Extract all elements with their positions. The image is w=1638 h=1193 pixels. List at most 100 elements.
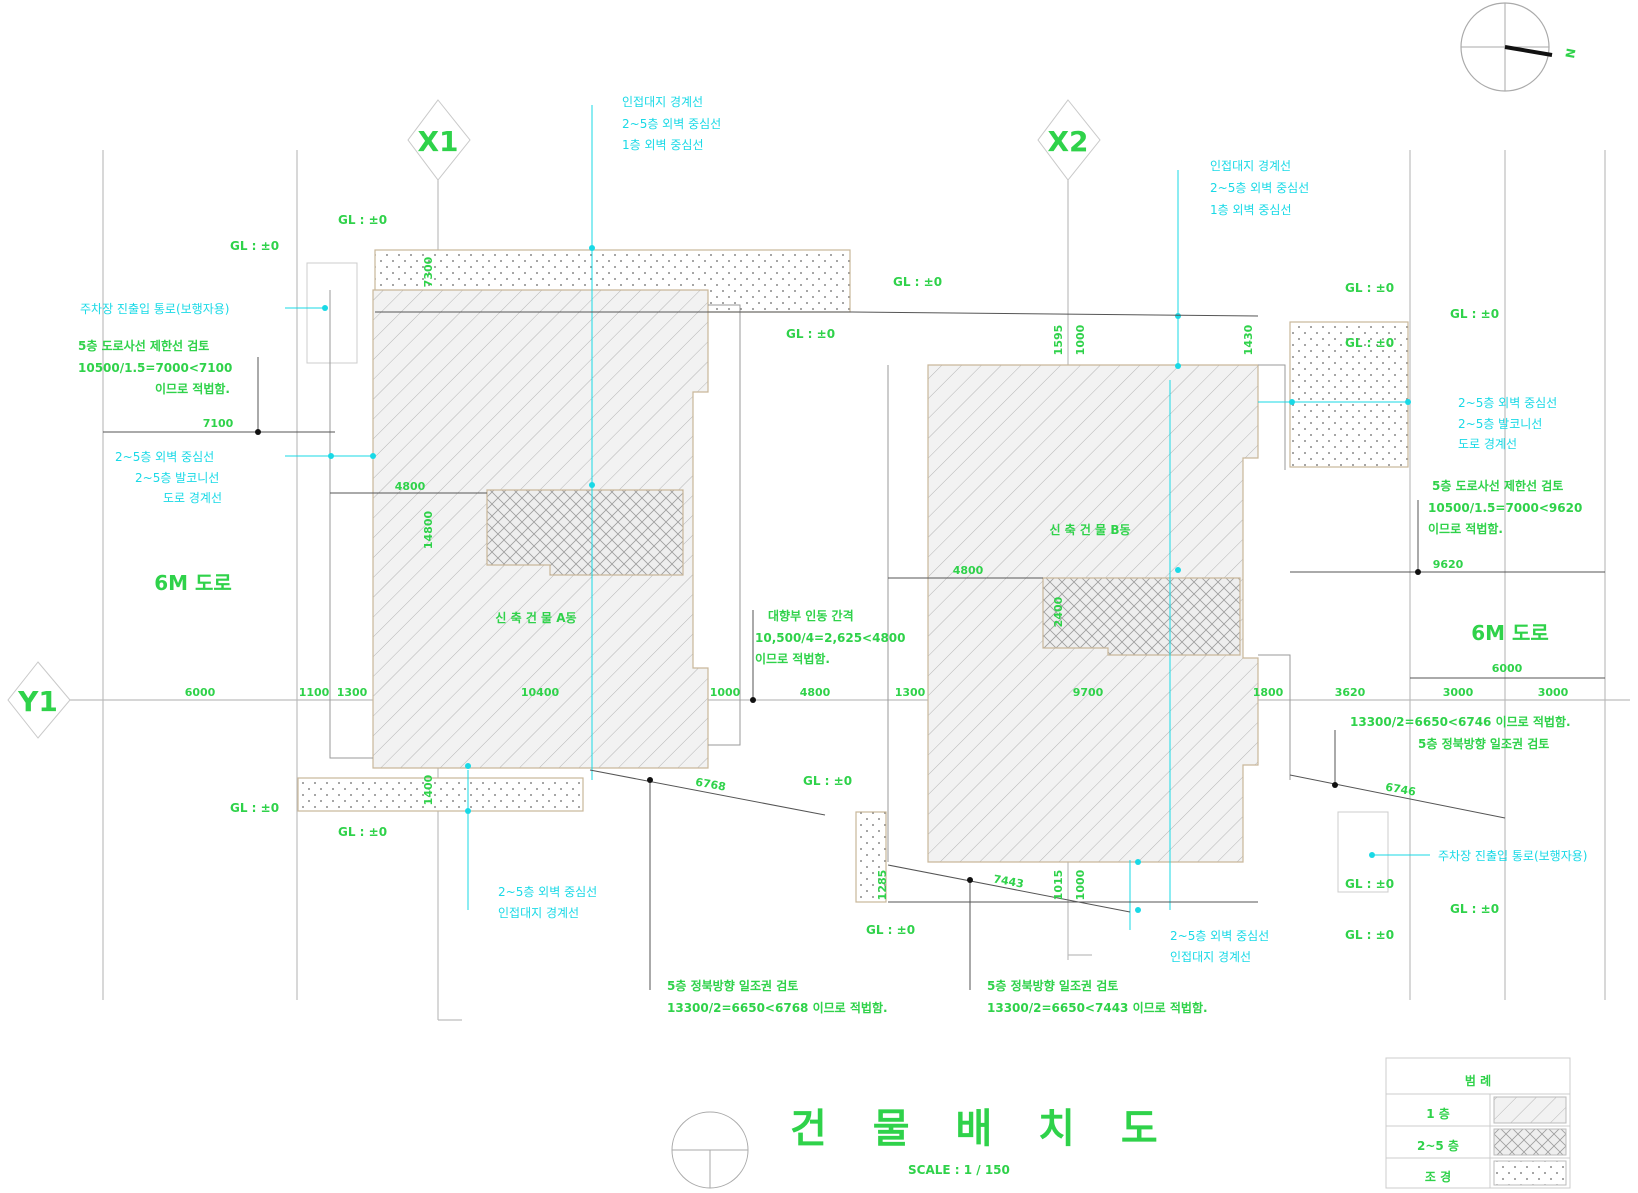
- note-b-top-2: 2~5층 외벽 중심선: [1210, 181, 1309, 195]
- note-road-slant-right-2: 10500/1.5=7000<9620: [1428, 501, 1582, 515]
- dim-text: 1800: [1253, 686, 1284, 699]
- gl-mark: GL : ±0: [893, 275, 942, 289]
- legend-swatch: [1493, 1160, 1567, 1186]
- note-a-top-3: 1층 외벽 중심선: [622, 138, 704, 152]
- note-sun-a-1: 5층 정북방향 일조권 검토: [667, 978, 798, 993]
- note-left-mid-2: 2~5층 발코니선: [135, 471, 219, 485]
- legend-swatch: [1493, 1096, 1567, 1124]
- note-parking-right: 주차장 진출입 통로(보행자용): [1438, 848, 1587, 863]
- title-block: 건 물 배 치 도 SCALE : 1 / 150: [671, 1106, 1174, 1189]
- note-right-mid-3: 도로 경계선: [1458, 437, 1517, 451]
- dim-text: 1000: [1074, 869, 1087, 900]
- outline-lines: [329, 290, 1291, 862]
- drawing-scale: SCALE : 1 / 150: [908, 1163, 1010, 1177]
- note-right-sun-2: 5층 정북방향 일조권 검토: [1418, 736, 1549, 751]
- landscape-areas: [297, 249, 1409, 903]
- dim-text: 9620: [1433, 558, 1464, 571]
- note-b-top-3: 1층 외벽 중심선: [1210, 203, 1292, 217]
- note-a-top-1: 인접대지 경계선: [622, 95, 703, 109]
- dim-text: 1000: [710, 686, 741, 699]
- gl-mark: GL : ±0: [230, 801, 279, 815]
- road-left-label: 6M 도로: [154, 571, 232, 595]
- dimension-texts: 6000 1100 1300 10400 1000 4800 1300 9700…: [185, 256, 1569, 900]
- dim-text: 6000: [185, 686, 216, 699]
- dim-text: 7300: [422, 256, 435, 287]
- dim-text: 7100: [203, 417, 234, 430]
- note-parking-left: 주차장 진출입 통로(보행자용): [80, 301, 229, 316]
- gl-mark: GL : ±0: [338, 213, 387, 227]
- north-label: N: [1563, 47, 1579, 59]
- legend-row-label: 2~5 층: [1417, 1138, 1459, 1153]
- dim-text: 1430: [1242, 324, 1255, 355]
- dim-text: 3000: [1443, 686, 1474, 699]
- dim-text: 7443: [992, 872, 1024, 890]
- note-right-mid-1: 2~5층 외벽 중심선: [1458, 396, 1557, 410]
- note-road-slant-right-3: 이므로 적법함.: [1428, 521, 1503, 536]
- gl-mark: GL : ±0: [1345, 928, 1394, 942]
- dim-text: 1300: [337, 686, 368, 699]
- note-left-mid-3: 도로 경계선: [163, 491, 222, 505]
- gl-mark: GL : ±0: [866, 923, 915, 937]
- dim-text: 1300: [895, 686, 926, 699]
- note-gap-2: 10,500/4=2,625<4800: [755, 631, 906, 645]
- dim-text: 3620: [1335, 686, 1366, 699]
- dim-text: 1595: [1052, 325, 1065, 356]
- axis-marker-x1: X1: [407, 99, 471, 181]
- axis-marker-x2: X2: [1037, 99, 1101, 181]
- dimension-lines: [103, 311, 1605, 990]
- legend: 범 례 1 층 2~5 층 조 경: [1385, 1057, 1571, 1189]
- building-b-label: 신 축 건 물 B동: [1049, 522, 1130, 537]
- drawing-title: 건 물 배 치 도: [790, 1106, 1174, 1152]
- dim-text: 14800: [422, 511, 435, 550]
- gl-mark: GL : ±0: [1345, 336, 1394, 350]
- note-road-slant-left-3: 이므로 적법함.: [155, 381, 230, 396]
- note-right-sun-1: 13300/2=6650<6746 이므로 적법함.: [1350, 714, 1571, 729]
- dim-text: 1100: [299, 686, 330, 699]
- dim-text: 6768: [694, 775, 726, 793]
- note-gap-1: 대향부 인동 간격: [768, 608, 854, 623]
- gl-mark: GL : ±0: [786, 327, 835, 341]
- legend-swatch: [1493, 1128, 1567, 1156]
- dim-text: 1015: [1052, 870, 1065, 901]
- dim-text: 4800: [800, 686, 831, 699]
- legend-row-label: 조 경: [1425, 1170, 1451, 1184]
- north-arrow-icon: N: [1460, 2, 1579, 92]
- note-b-bottom-2: 인접대지 경계선: [1170, 950, 1251, 964]
- dim-text: 10400: [521, 686, 560, 699]
- note-b-bottom-1: 2~5층 외벽 중심선: [1170, 929, 1269, 943]
- road-right-label: 6M 도로: [1471, 621, 1549, 645]
- gl-marks: GL : ±0 GL : ±0 GL : ±0 GL : ±0 GL : ±0 …: [230, 213, 1499, 942]
- annotation-notes: 인접대지 경계선 2~5층 외벽 중심선 1층 외벽 중심선 인접대지 경계선 …: [78, 95, 1587, 1015]
- gl-mark: GL : ±0: [1345, 877, 1394, 891]
- dim-text: 4800: [953, 564, 984, 577]
- dim-text: 4800: [395, 480, 426, 493]
- gl-mark: GL : ±0: [1450, 307, 1499, 321]
- note-sun-b-2: 13300/2=6650<7443 이므로 적법함.: [987, 1000, 1208, 1015]
- dim-text: 3000: [1538, 686, 1569, 699]
- note-right-mid-2: 2~5층 발코니선: [1458, 417, 1542, 431]
- area-labels: 6M 도로 6M 도로 신 축 건 물 A동 신 축 건 물 B동: [154, 522, 1549, 645]
- gl-mark: GL : ±0: [1450, 902, 1499, 916]
- leader-lines: [285, 105, 1430, 930]
- gl-mark: GL : ±0: [230, 239, 279, 253]
- note-road-slant-left-1: 5층 도로사선 제한선 검토: [78, 338, 209, 353]
- building-a: [372, 289, 709, 769]
- note-left-mid-1: 2~5층 외벽 중심선: [115, 450, 214, 464]
- dim-text: 2400: [1052, 596, 1065, 627]
- note-sun-b-1: 5층 정북방향 일조권 검토: [987, 978, 1118, 993]
- dim-text: 9700: [1073, 686, 1104, 699]
- gl-mark: GL : ±0: [338, 825, 387, 839]
- axis-x2-label: X2: [1047, 125, 1088, 158]
- gl-mark: GL : ±0: [803, 774, 852, 788]
- note-gap-3: 이므로 적법함.: [755, 651, 830, 666]
- note-a-top-2: 2~5층 외벽 중심선: [622, 117, 721, 131]
- dim-text: 1285: [876, 870, 889, 901]
- legend-title: 범 례: [1465, 1073, 1491, 1088]
- axis-x1-label: X1: [417, 125, 458, 158]
- axis-marker-y1: Y1: [7, 661, 71, 739]
- gl-mark: GL : ±0: [1345, 281, 1394, 295]
- legend-row-label: 1 층: [1426, 1106, 1450, 1121]
- axis-y1-label: Y1: [17, 685, 58, 718]
- dim-text: 1400: [422, 774, 435, 805]
